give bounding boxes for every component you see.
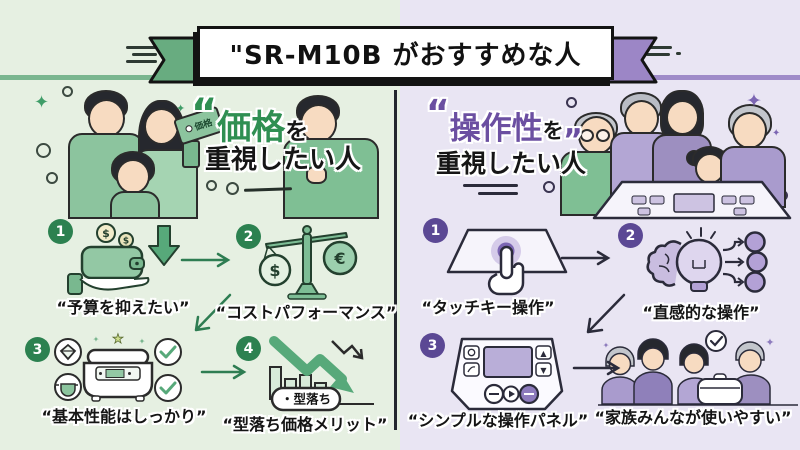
mother2-face (666, 100, 699, 135)
right-keyword: 操作性 (449, 111, 543, 147)
speed-line-icon (642, 46, 672, 49)
dot-icon (566, 97, 577, 108)
left-item-2-badge: 2 (236, 224, 261, 249)
right-particle: を (542, 119, 564, 143)
sparkle-icon: ✦ (93, 335, 100, 344)
right-item-1-badge: 1 (423, 218, 448, 243)
right-header-line2: 重視したい人 (436, 149, 587, 178)
left-item-3-badge: 3 (25, 337, 50, 362)
left-item-1-badge: 1 (48, 219, 73, 244)
child-body (110, 191, 160, 219)
dollar-coin-glyph: $ (102, 227, 110, 240)
arrow-right-icon (200, 364, 247, 380)
speed-line-icon (126, 60, 157, 63)
sparkle-icon: ✦ (34, 92, 50, 113)
arrow-down-left-icon (194, 293, 232, 332)
dot-icon (226, 182, 239, 195)
father-face (88, 99, 125, 138)
badge-number: 2 (243, 228, 254, 245)
arrow-right-icon (560, 250, 611, 266)
arrow-down-left-icon (586, 293, 626, 334)
sparkle-icon: ✦ (765, 336, 774, 349)
dot-icon (46, 172, 58, 184)
left-item-1-label: “予算を抑えたい” (56, 298, 190, 317)
dot-icon (62, 86, 73, 97)
left-item-2-label: “コストパフォーマンス” (215, 303, 397, 322)
arrow-right-icon (180, 252, 231, 268)
pointing-man-body (283, 138, 379, 219)
pointing-hand-icon (306, 166, 327, 184)
dot-icon (36, 143, 51, 158)
sparkle-icon: ✦ (176, 102, 186, 115)
sparkle-icon: ✦ (746, 90, 762, 112)
grandma-face (732, 112, 767, 149)
left-item-3-label: “基本性能はしっかり” (41, 407, 207, 426)
right-item-1-label: “タッチキー操作” (421, 298, 555, 317)
speed-line-icon (132, 53, 157, 56)
intuitive-brain-icon (646, 227, 768, 293)
balance-scale-icon: $ € (258, 225, 358, 300)
arrow-right-icon (572, 360, 621, 376)
glasses-icon (596, 129, 610, 142)
center-divider (394, 90, 397, 430)
sparkle-icon: ✦ (603, 341, 610, 350)
close-quote: „ (563, 107, 584, 142)
speed-line-icon (646, 53, 670, 56)
control-panel-icon: ▲ ▼ (450, 337, 564, 411)
right-item-2-label: “直感的な操作” (642, 303, 760, 322)
star-icon: ★ (112, 332, 124, 347)
page-title: "SR-M10B がおすすめな人 (229, 40, 582, 71)
right-item-3-label: “シンプルな操作パネル” (407, 411, 589, 430)
panel-table-icon (592, 180, 792, 220)
left-particle: を (285, 119, 309, 145)
dollar-pan-glyph: $ (269, 261, 280, 280)
price-drop-chart-icon: ・型落ち (269, 336, 374, 412)
left-item-4-label: “型落ち価格メリット” (222, 415, 388, 434)
family-group-icon: ✦ ✦ (598, 330, 798, 406)
right-item-2-badge: 2 (618, 223, 643, 248)
left-item-4-badge: 4 (236, 336, 261, 361)
child-face (116, 159, 150, 194)
triangle-down-glyph: ▼ (540, 366, 547, 375)
badge-number: 2 (625, 227, 636, 244)
left-header-line2: 重視したい人 (205, 145, 362, 175)
speed-dot-icon (676, 52, 681, 55)
triangle-up-glyph: ▲ (540, 349, 547, 358)
right-item-3-badge: 3 (420, 333, 445, 358)
glasses-icon (580, 129, 594, 142)
rice-cooker-quality-icon: ★ ✦ ✦ (54, 332, 182, 402)
left-keyword: 価格 (217, 108, 286, 148)
right-item-4-label: “家族みんなが使いやすい” (594, 408, 792, 427)
right-header-line1: “ 操作性 を „ (426, 96, 583, 148)
badge-number: 1 (430, 222, 441, 239)
badge-number: 3 (427, 337, 438, 354)
open-quote: “ (191, 91, 218, 137)
hand-wallet-coins-icon: $ $ (67, 223, 180, 295)
model-drop-tag: ・型落ち (281, 392, 331, 407)
decor-underline (478, 192, 518, 195)
sparkle-icon: ✦ (772, 128, 781, 139)
mother-face (144, 108, 179, 145)
badge-number: 1 (55, 223, 66, 240)
title-banner: "SR-M10B がおすすめな人 (197, 26, 614, 80)
speed-line-icon (126, 46, 156, 49)
euro-pan-glyph: € (333, 249, 345, 268)
decor-underline (463, 184, 518, 187)
badge-number: 4 (243, 340, 254, 357)
sparkle-icon: ✦ (139, 337, 146, 346)
dot-icon (543, 181, 555, 193)
touch-key-icon (446, 228, 568, 296)
dollar-coin-glyph: $ (123, 237, 129, 247)
dot-icon (206, 180, 217, 191)
left-header-line1: “ 価格 を (191, 94, 308, 149)
open-quote: “ (426, 93, 450, 134)
badge-number: 3 (32, 341, 43, 358)
